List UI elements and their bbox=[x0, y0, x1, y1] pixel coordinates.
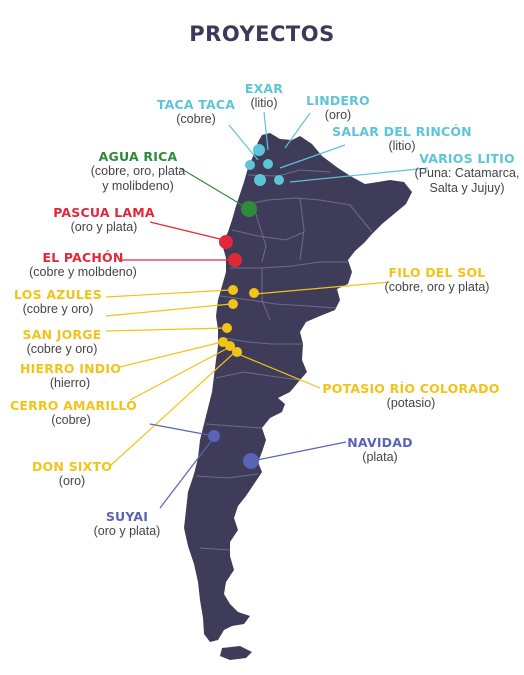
label-los-azules: LOS AZULES (cobre y oro) bbox=[14, 287, 102, 316]
label-exar: EXAR (litio) bbox=[244, 81, 284, 110]
label-san-jorge: SAN JORGE (cobre y oro) bbox=[22, 327, 102, 356]
leader-salar-del-rincon bbox=[279, 144, 346, 169]
label-taca-taca: TACA TACA (cobre) bbox=[156, 97, 236, 126]
marker-don-sixto[interactable] bbox=[232, 347, 242, 357]
marker-cerro-amarillo[interactable] bbox=[225, 341, 235, 351]
marker-taca-taca[interactable] bbox=[253, 144, 265, 156]
label-agua-rica: AGUA RICA (cobre, oro, plata y molibdeno… bbox=[90, 149, 186, 193]
leader-san-jorge bbox=[105, 327, 227, 332]
label-don-sixto: DON SIXTO (oro) bbox=[31, 459, 113, 488]
leader-don-sixto bbox=[109, 352, 235, 467]
leader-suyai-b bbox=[159, 439, 213, 509]
leader-pascua-lama bbox=[149, 221, 225, 241]
leader-los-azules-1 bbox=[105, 289, 231, 298]
leader-potasio bbox=[237, 353, 321, 389]
marker-varios-litio[interactable] bbox=[274, 175, 284, 185]
marker-navidad[interactable] bbox=[243, 453, 259, 469]
label-hierro-indio: HIERRO INDIO (hierro) bbox=[20, 361, 122, 390]
label-el-pachon: EL PACHÓN (cobre y molbdeno) bbox=[29, 250, 137, 279]
marker-el-pachon[interactable] bbox=[228, 253, 242, 267]
leader-taca-taca bbox=[228, 124, 259, 161]
leader-cerro-amarillo bbox=[129, 347, 229, 401]
marker-pascua-lama[interactable] bbox=[219, 235, 233, 249]
label-salar-del-rincon: SALAR DEL RINCÓN (litio) bbox=[332, 124, 472, 153]
label-suyai: SUYAI (oro y plata) bbox=[93, 509, 161, 538]
page-title: PROYECTOS bbox=[189, 22, 335, 46]
marker-lindero[interactable] bbox=[245, 160, 255, 170]
marker-filo-del-sol[interactable] bbox=[249, 288, 259, 298]
leader-los-azules-2 bbox=[105, 303, 232, 317]
label-potasio-rio-colorado: POTASIO RÍO COLORADO (potasio) bbox=[322, 381, 500, 410]
province-borders bbox=[195, 169, 373, 551]
leader-filo-del-sol bbox=[254, 281, 391, 295]
marker-agua-rica[interactable] bbox=[241, 201, 257, 217]
leader-exar bbox=[263, 111, 269, 151]
leader-hierro-indio bbox=[119, 341, 223, 368]
leader-agua-rica bbox=[179, 167, 248, 209]
label-pascua-lama: PASCUA LAMA (oro y plata) bbox=[53, 205, 155, 234]
label-filo-del-sol: FILO DEL SOL (cobre, oro y plata) bbox=[384, 265, 490, 294]
leader-varios-litio bbox=[289, 167, 429, 183]
project-markers bbox=[208, 144, 284, 469]
leader-lindero bbox=[284, 112, 311, 149]
leader-suyai-a bbox=[149, 423, 215, 437]
leader-navidad bbox=[251, 441, 347, 462]
label-cerro-amarillo: CERRO AMARILLO (cobre) bbox=[10, 398, 137, 427]
marker-exar[interactable] bbox=[263, 159, 273, 169]
tierra-del-fuego bbox=[220, 646, 252, 660]
marker-salar-del-rincon[interactable] bbox=[254, 174, 266, 186]
marker-san-jorge[interactable] bbox=[222, 323, 232, 333]
marker-suyai[interactable] bbox=[208, 430, 220, 442]
label-navidad: NAVIDAD (plata) bbox=[347, 435, 413, 464]
marker-los-azules-2[interactable] bbox=[228, 299, 238, 309]
marker-los-azules[interactable] bbox=[228, 285, 238, 295]
label-lindero: LINDERO (oro) bbox=[306, 93, 370, 122]
label-varios-litio: VARIOS LITIO (Puna: Catamarca, Salta y J… bbox=[414, 151, 520, 195]
